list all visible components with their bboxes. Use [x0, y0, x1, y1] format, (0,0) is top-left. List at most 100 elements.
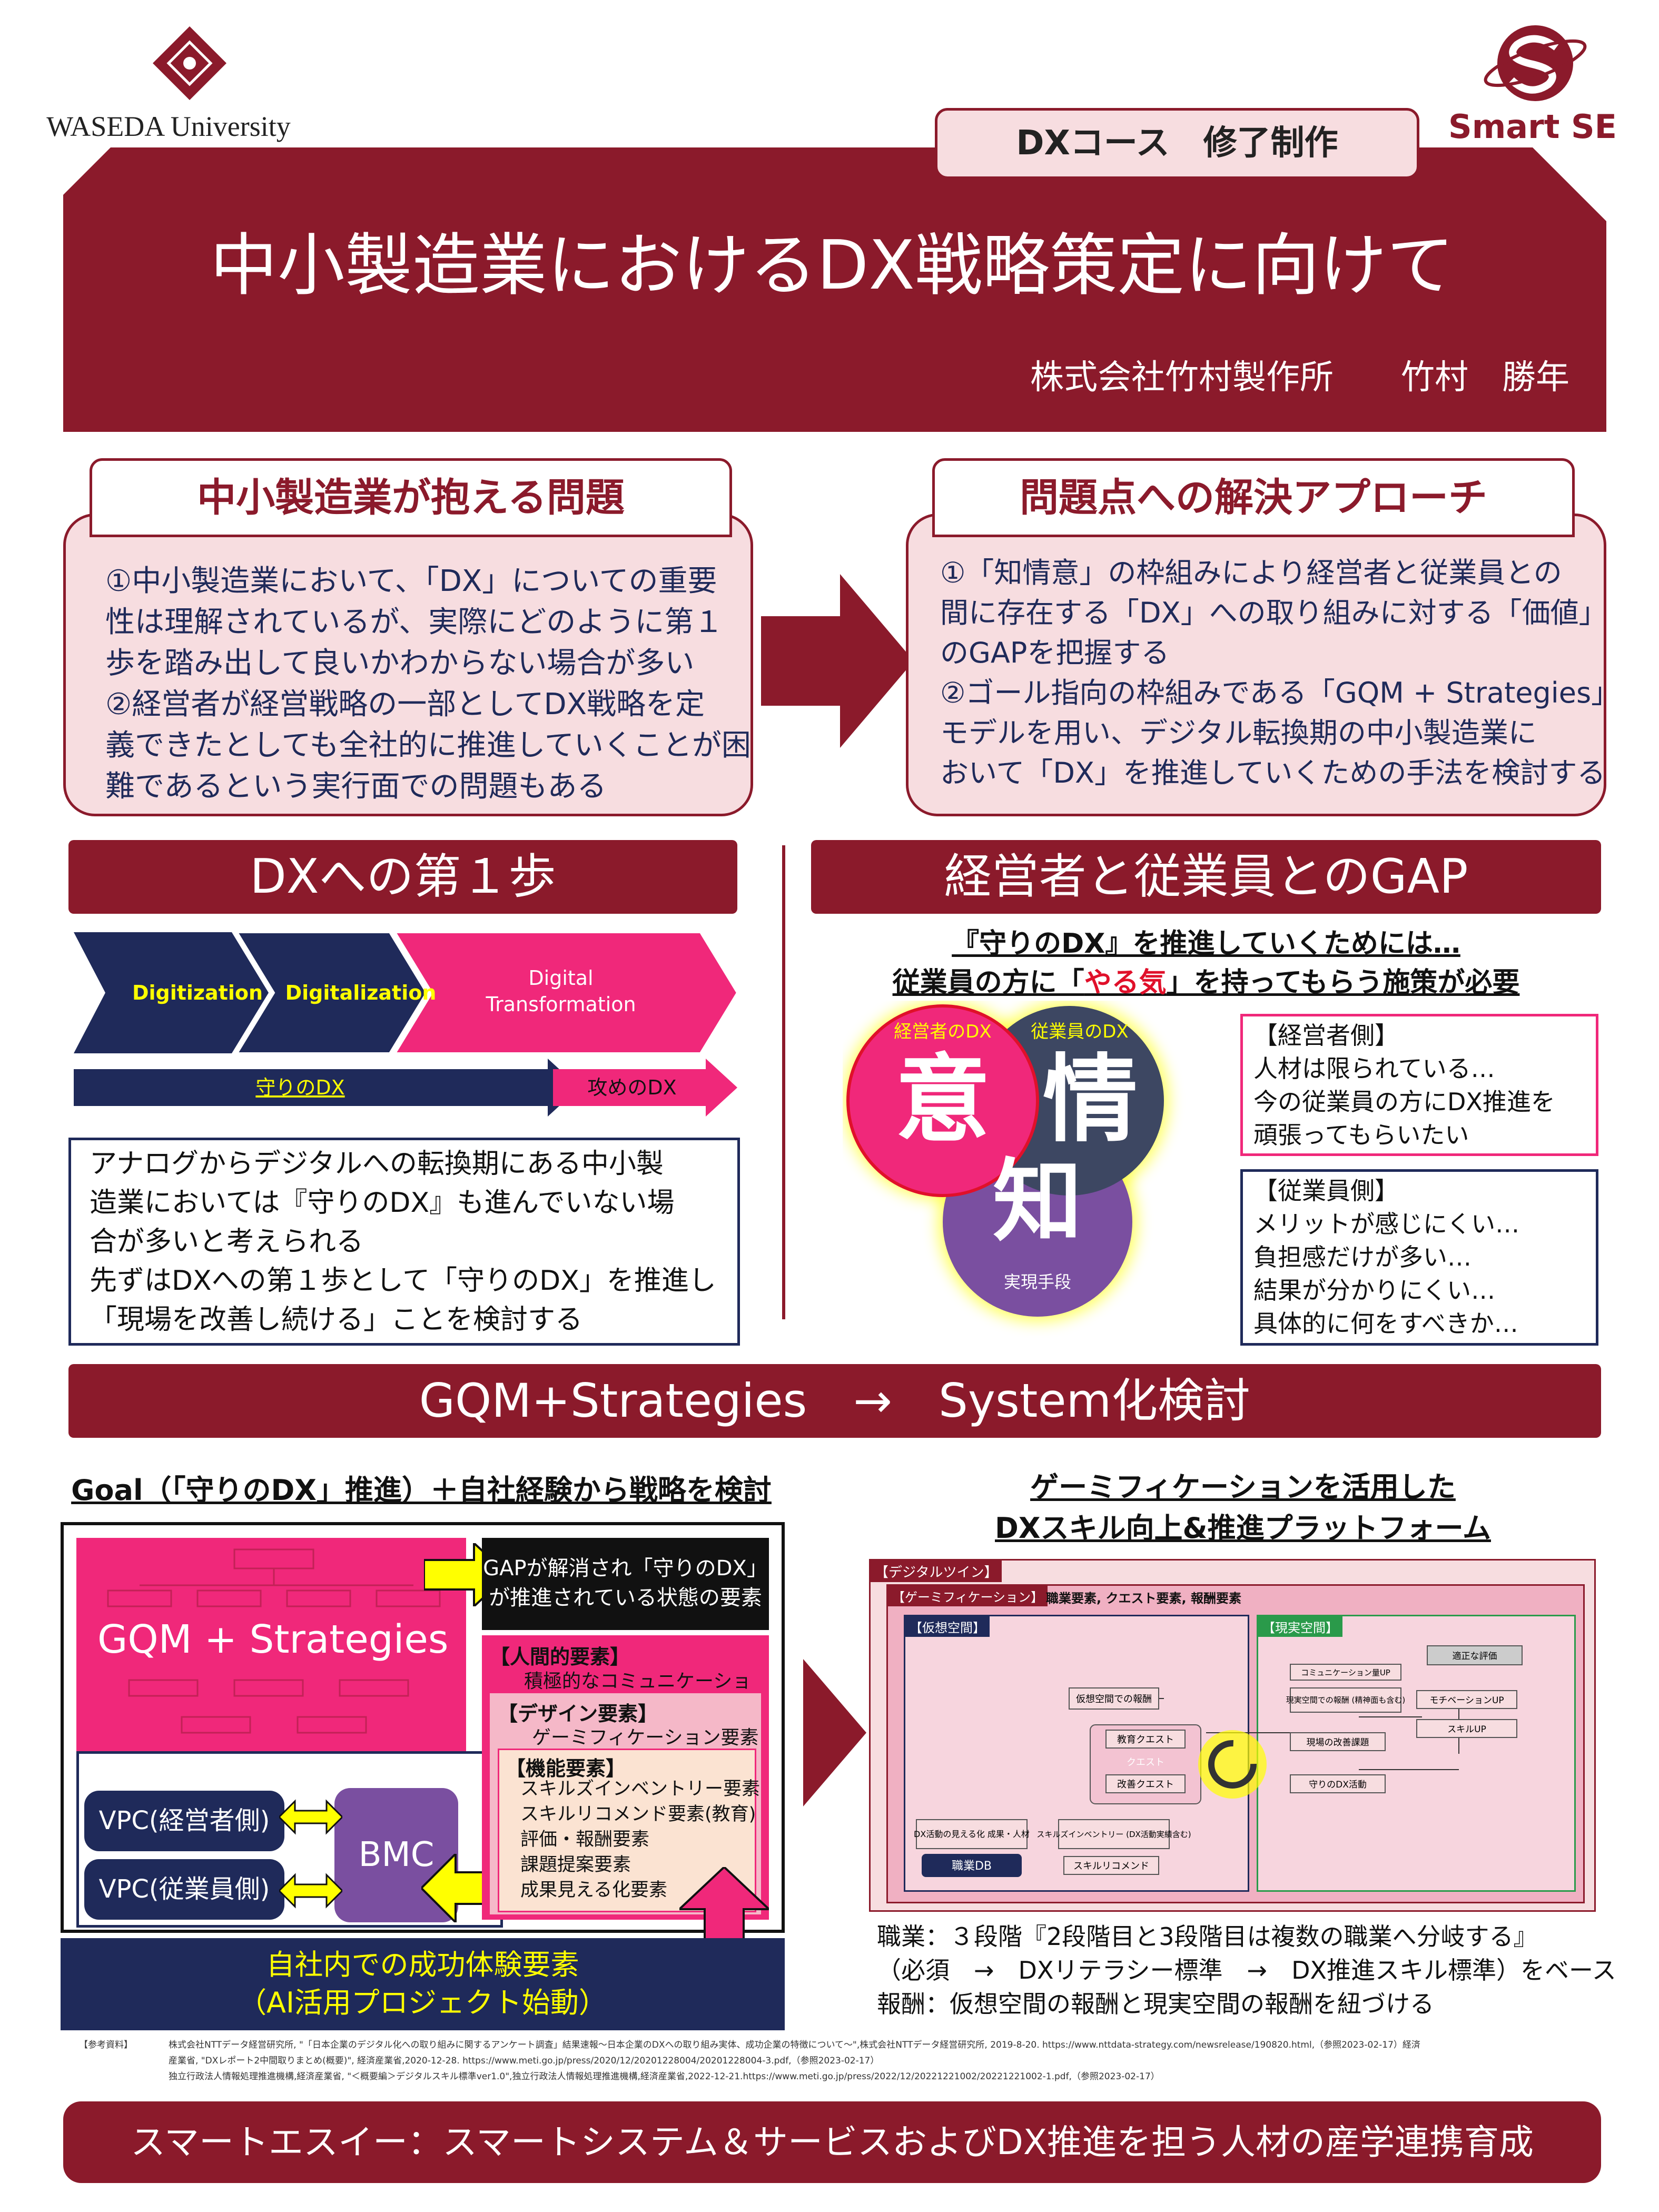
- reference-line: 株式会社NTTデータ経営研究所, "「日本企業のデジタル化への取り組みに関するア…: [169, 2040, 1420, 2050]
- manager-side-line: 頑張ってもらいたい: [1253, 1121, 1469, 1149]
- real-item: コミュニケーション量UP: [1301, 1668, 1390, 1677]
- first-step-line: 合が多いと考えられる: [90, 1226, 364, 1258]
- function-item: スキルリコメンド要素(教育): [520, 1804, 756, 1825]
- waseda-logo: WASEDA University: [32, 21, 305, 142]
- design-element-item: ゲーミフィケーション要素: [532, 1727, 759, 1749]
- success-line: （AI活用プロジェクト始動）: [238, 1986, 607, 2019]
- gamification-caption: 職業要素, クエスト要素, 報酬要素: [1046, 1591, 1241, 1606]
- vpc-manager: VPC(経営者側): [84, 1791, 284, 1851]
- problem-line: 性は理解されているが、実際にどのように第１: [105, 605, 724, 639]
- approach-line: モデルを用い、デジタル転換期の中小製造業に: [940, 716, 1537, 749]
- employee-side-line: 【従業員側】: [1253, 1177, 1399, 1205]
- arrow-right-maroon-icon: [803, 1659, 866, 1806]
- real-item: 現実空間での報酬 (精神面も含む): [1286, 1695, 1405, 1705]
- chevron-digitization: Digitization: [132, 981, 263, 1004]
- virtual-item: スキルズインベントリー (DX活動実績含む): [1036, 1830, 1191, 1839]
- approach-line: 間に存在する「DX」への取り組みに対する「価値」: [940, 596, 1607, 629]
- offense-dx-label: 攻めのDX: [587, 1076, 676, 1099]
- arrow-up-pink-icon: [679, 1867, 769, 1972]
- reference-line: 独立行政法人情報処理推進機構,経済産業省, "＜概要編＞デジタルスキル標準ver…: [169, 2071, 1160, 2082]
- chevron-transformation: Transformation: [485, 993, 636, 1016]
- virtual-item: 職業DB: [952, 1860, 992, 1873]
- platform-note: 職業：３段階『2段階目と3段階目は複数の職業へ分岐する』: [877, 1922, 1538, 1951]
- success-experience-box: 自社内での成功体験要素 （AI活用プロジェクト始動）: [61, 1938, 785, 2030]
- i-circle-label: 経営者のDX: [894, 1021, 991, 1042]
- digital-twin-label: 【デジタルツイン】: [871, 1561, 1002, 1582]
- problem-line: 義できたとしても全社的に推進していくことが困: [105, 728, 751, 763]
- first-step-line: アナログからデジタルへの転換期にある中小製: [90, 1148, 664, 1180]
- gamification-label: 【ゲーミフィケーション】: [888, 1586, 1048, 1606]
- vpc-double-arrows: [279, 1799, 342, 1909]
- manager-side-line: 人材は限られている…: [1253, 1054, 1495, 1083]
- real-item: 守りのDX活動: [1309, 1780, 1367, 1790]
- employee-side-line: メリットが感じにくい…: [1253, 1210, 1520, 1238]
- goal-state-line: が推進されている状態の要素: [489, 1586, 762, 1610]
- gqm-strategies-label: GQM + Strategies: [97, 1617, 449, 1662]
- arrow-left-icon: [421, 1854, 500, 1922]
- waseda-emblem-icon: [153, 26, 226, 100]
- smartse-emblem-icon: [1484, 25, 1587, 101]
- page-title: 中小製造業におけるDX戦略策定に向けて: [210, 226, 1455, 305]
- virtual-item: スキルリコメンド: [1073, 1861, 1149, 1872]
- employee-side-line: 負担感だけが多い…: [1253, 1243, 1472, 1271]
- virtual-item: クエスト: [1127, 1757, 1164, 1768]
- chevron-digital: Digital: [528, 966, 593, 990]
- virtual-item: 仮想空間での報酬: [1076, 1694, 1152, 1705]
- function-item: 課題提案要素: [520, 1854, 631, 1875]
- function-item: スキルズインベントリー要素: [520, 1779, 761, 1800]
- arrow-right-icon: [761, 574, 914, 748]
- waseda-logo-text: WASEDA University: [46, 111, 291, 142]
- platform-title: ゲーミフィケーションを活用した DXスキル向上&推進プラットフォーム: [864, 1467, 1622, 1549]
- real-items: 適正な評価 コミュニケーション量UP 現実空間での報酬 (精神面も含む) モチベ…: [1286, 1645, 1523, 1793]
- first-step-line: 造業においては『守りのDX』も進んでいない場: [90, 1187, 675, 1219]
- approach-line: ②ゴール指向の枠組みである「GQM + Strategies」: [940, 676, 1620, 709]
- gap-sub-post: 」を持ってもらう施策が必要: [1166, 967, 1520, 999]
- approach-line: ①「知情意」の枠組みにより経営者と従業員との: [940, 556, 1562, 589]
- function-element-heading: 【機能要素】: [506, 1757, 626, 1780]
- first-step-text-box: アナログからデジタルへの転換期にある中小製 造業においては『守りのDX』も進んで…: [68, 1138, 740, 1346]
- real-space-label: 【現実空間】: [1258, 1616, 1342, 1637]
- employee-side-line: 結果が分かりにくい…: [1253, 1276, 1496, 1305]
- defense-dx-label: 守りのDX: [255, 1076, 344, 1099]
- real-item: モチベーションUP: [1429, 1695, 1504, 1706]
- chevron-digitalization: Digitalization: [285, 981, 437, 1004]
- gap-sub-line2: 従業員の方に「やる気」を持ってもらう施策が必要: [811, 963, 1601, 1002]
- problem-box: ①中小製造業において、「DX」についての重要 性は理解されているが、実際にどのよ…: [63, 514, 753, 816]
- virtual-item: 改善クエスト: [1117, 1779, 1174, 1790]
- platform-note: （必須 → DXリテラシー標準 → DX推進スキル標準）をベース: [877, 1956, 1616, 1984]
- goal-state-line: GAPが解消され「守りのDX」: [483, 1556, 768, 1581]
- problem-line: 歩を踏み出して良いかわからない場合が多い: [105, 646, 695, 680]
- motivation-highlight: やる気: [1084, 967, 1167, 999]
- problem-heading: 中小製造業が抱える問題: [90, 458, 732, 537]
- human-element-heading: 【人間的要素】: [490, 1645, 630, 1668]
- approach-box: ①「知情意」の枠組みにより経営者と従業員との 間に存在する「DX」への取り組みに…: [906, 514, 1619, 816]
- goal-state-box: GAPが解消され「守りのDX」 が推進されている状態の要素: [482, 1538, 769, 1630]
- jo-circle-char: 情: [1043, 1045, 1138, 1155]
- problem-line: 難であるという実行面での問題もある: [105, 769, 607, 804]
- first-step-line: 「現場を改善し続ける」ことを検討する: [90, 1304, 583, 1336]
- platform-title-line2: DXスキル向上&推進プラットフォーム: [995, 1512, 1491, 1545]
- chi-circle-char: 知: [993, 1150, 1082, 1254]
- virtual-space-label: 【仮想空間】: [905, 1616, 990, 1637]
- references-label: 【参考資料】: [79, 2040, 133, 2050]
- platform-title-line1: ゲーミフィケーションを活用した: [1030, 1470, 1456, 1504]
- manager-side-box: 【経営者側】 人材は限られている… 今の従業員の方にDX推進を 頑張ってもらいた…: [1240, 1014, 1598, 1156]
- success-line: 自社内での成功体験要素: [266, 1948, 579, 1981]
- design-element-box: 【デザイン要素】 ゲーミフィケーション要素 【機能要素】 スキルズインベントリー…: [490, 1693, 761, 1914]
- approach-line: おいて「DX」を推進していくための手法を検討する: [940, 756, 1606, 789]
- sync-cycle-icon: [1198, 1730, 1267, 1799]
- section-divider: [782, 845, 785, 1319]
- first-step-heading: DXへの第１歩: [68, 840, 737, 914]
- gap-sub-line1: 『守りのDX』を推進していくためには…: [952, 928, 1460, 960]
- approach-line: のGAPを把握する: [940, 636, 1170, 669]
- smartse-logo: Smart SE: [1422, 21, 1643, 146]
- course-tag: DXコース 修了制作: [935, 108, 1419, 179]
- problem-line: ②経営者が経営戦略の一部としてDX戦略を定: [105, 687, 705, 722]
- platform-notes: 職業：３段階『2段階目と3段階目は複数の職業へ分岐する』 （必須 → DXリテラ…: [877, 1920, 1630, 2021]
- gqm-tree-panel: GQM + Strategies: [76, 1538, 466, 1754]
- platform-note: 報酬：仮想空間の報酬と現実空間の報酬を紐づける: [877, 1990, 1434, 2018]
- problem-line: ①中小製造業において、「DX」についての重要: [105, 564, 717, 598]
- dx-chevrons: Digitization Digitalization Digital Tran…: [74, 932, 737, 1053]
- i-circle: [846, 1004, 1039, 1197]
- gap-sub-pre: 従業員の方に「: [892, 967, 1084, 999]
